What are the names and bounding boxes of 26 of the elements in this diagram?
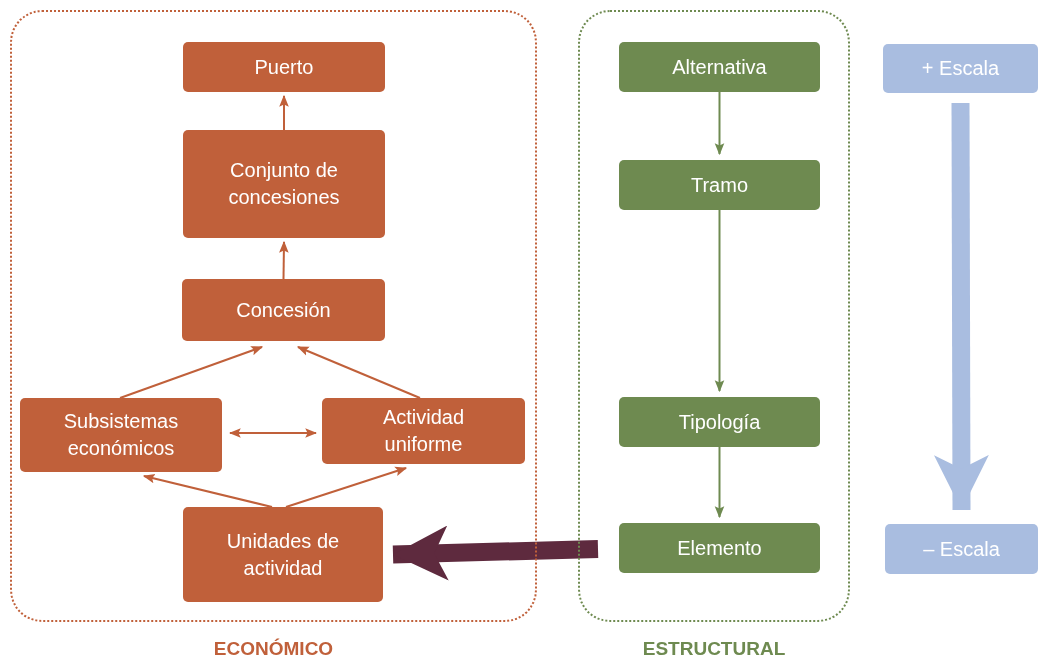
group-title: ECONÓMICO xyxy=(212,637,335,662)
arrow xyxy=(142,473,273,508)
scale-box: + Escala xyxy=(883,44,1038,93)
process-box: Unidades de actividad xyxy=(183,507,383,602)
arrow xyxy=(279,240,289,280)
group-title: ESTRUCTURAL xyxy=(641,637,787,662)
process-box: Tipología xyxy=(619,397,820,447)
arrow xyxy=(296,346,421,399)
thick-arrow xyxy=(933,102,989,511)
process-box: Puerto xyxy=(183,42,385,92)
arrow xyxy=(119,346,264,399)
process-box: Tramo xyxy=(619,160,820,210)
process-box: Elemento xyxy=(619,523,820,573)
arrow xyxy=(279,94,289,131)
thick-arrow xyxy=(392,525,599,581)
arrow xyxy=(714,446,725,519)
scale-box: – Escala xyxy=(885,524,1038,574)
arrow xyxy=(228,428,318,438)
arrow xyxy=(285,466,408,508)
process-box: Concesión xyxy=(182,279,385,341)
process-box: Alternativa xyxy=(619,42,820,92)
process-box: Conjunto de concesiones xyxy=(183,130,385,238)
arrow xyxy=(714,209,725,393)
arrow xyxy=(714,91,725,156)
process-box: Actividad uniforme xyxy=(322,398,525,464)
process-box: Subsistemas económicos xyxy=(20,398,222,472)
